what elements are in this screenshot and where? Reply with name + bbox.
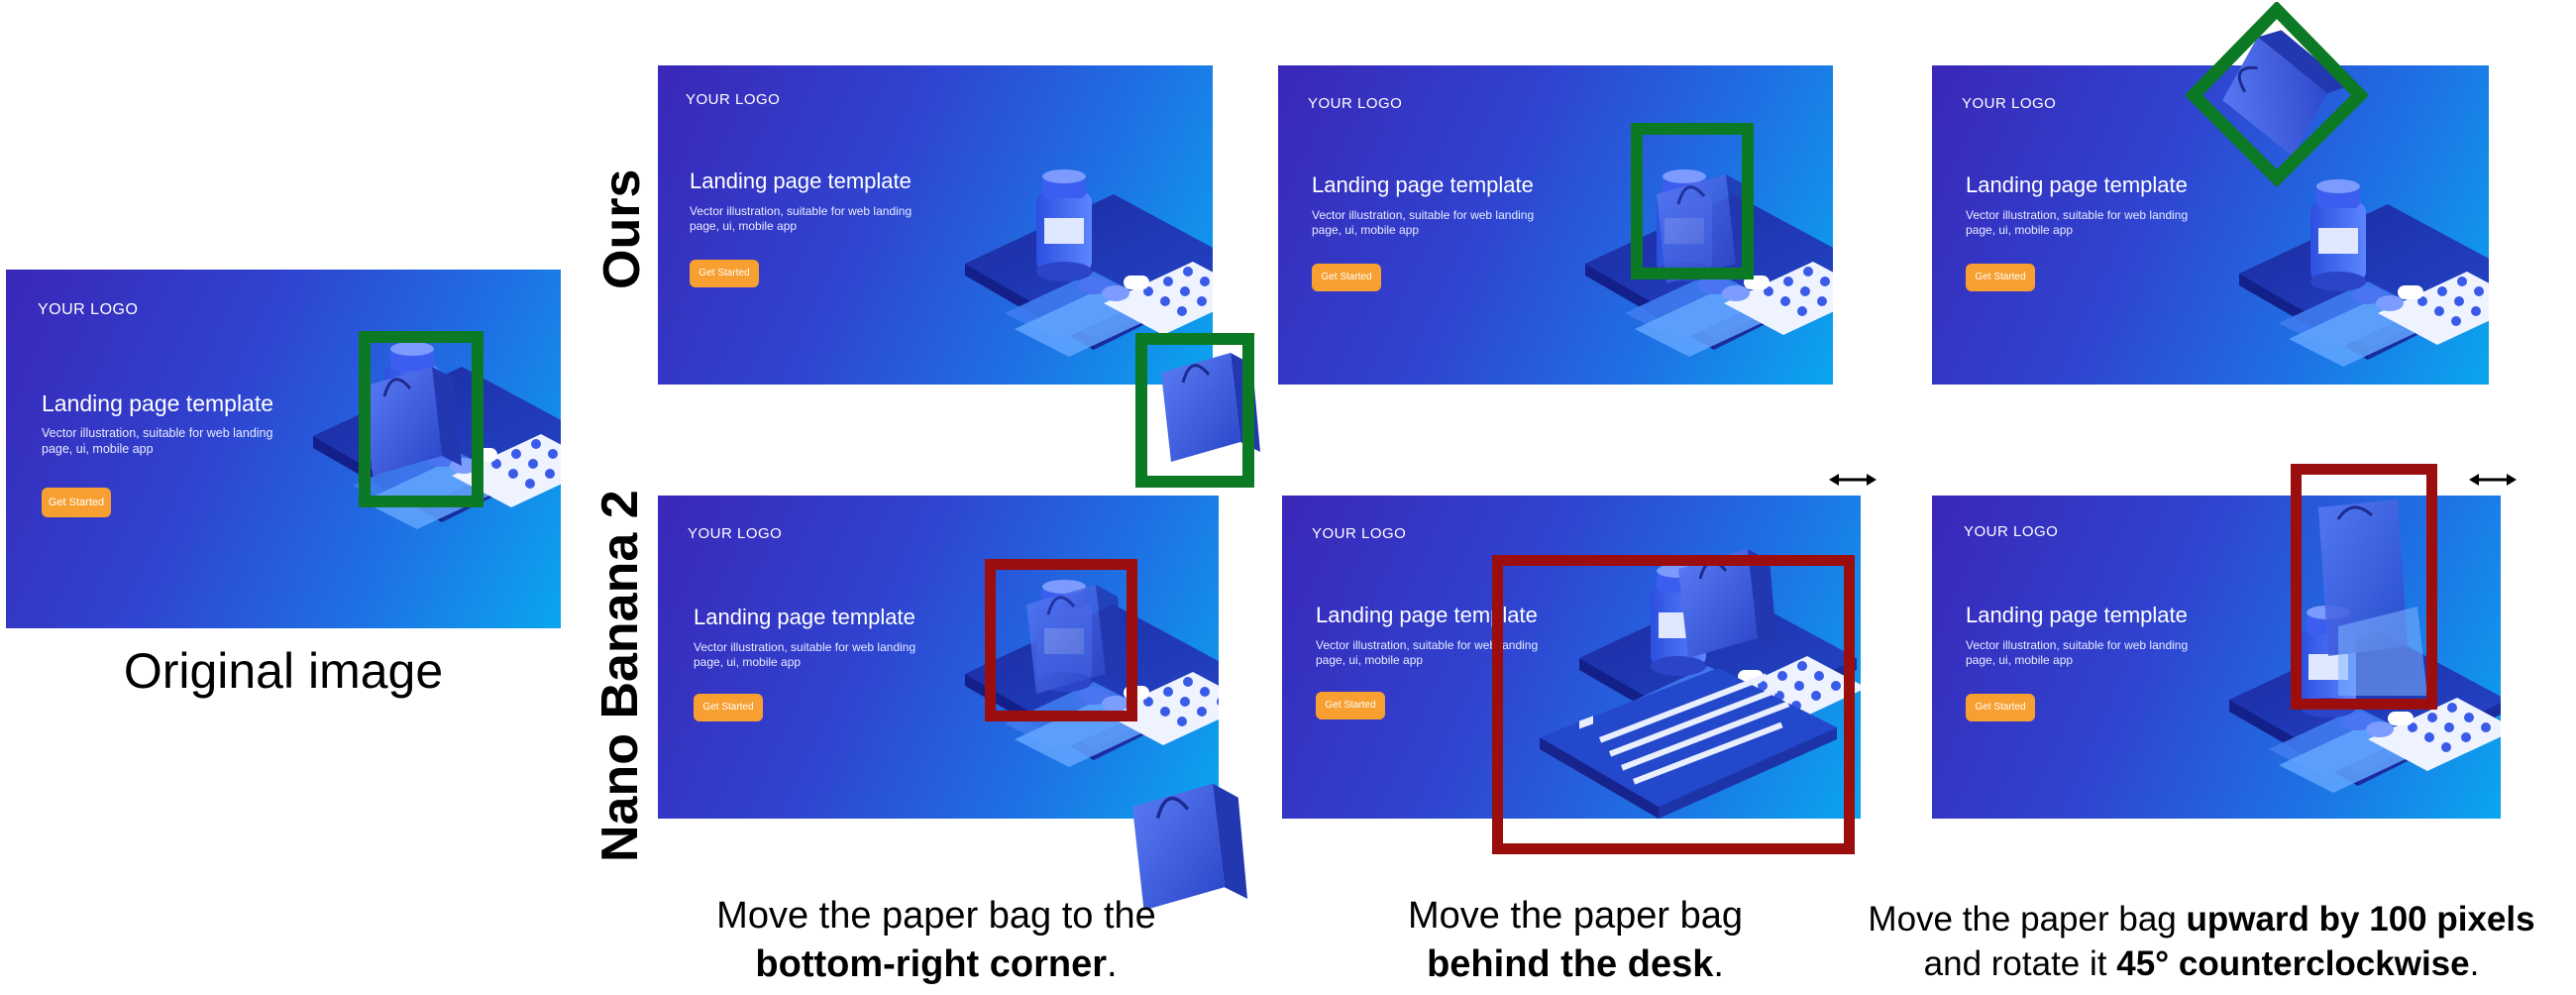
caption-text: Move the paper bag xyxy=(1407,895,1743,937)
landing-subtitle: Vector illustration, suitable for web la… xyxy=(690,204,912,234)
landing-subtitle: Vector illustration, suitable for web la… xyxy=(694,640,915,670)
caption-emphasis: bottom-right corner xyxy=(755,942,1108,985)
landing-title: Landing page template xyxy=(690,168,912,193)
logo-text: YOUR LOGO xyxy=(1308,95,1403,112)
row-label-ours: Ours xyxy=(593,168,651,289)
landing-subtitle: Vector illustration, suitable for web la… xyxy=(42,426,272,457)
subtitle-line-1: Vector illustration, suitable for web la… xyxy=(1966,638,2189,652)
logo-text: YOUR LOGO xyxy=(686,91,781,108)
get-started-button[interactable]: Get Started xyxy=(42,488,111,517)
subtitle-line-2: page, ui, mobile app xyxy=(42,441,154,456)
subtitle-line-2: page, ui, mobile app xyxy=(1966,653,2074,667)
caption-text: Move the paper bag to the xyxy=(716,895,1156,937)
logo-text: YOUR LOGO xyxy=(1962,95,2057,112)
subtitle-line-1: Vector illustration, suitable for web la… xyxy=(694,640,916,654)
landing-subtitle: Vector illustration, suitable for web la… xyxy=(1966,638,2188,668)
caption-text: . xyxy=(1107,942,1118,985)
nano-panel-1: YOUR LOGO Landing page template Vector i… xyxy=(658,496,1219,819)
caption-text: . xyxy=(1713,942,1724,985)
landing-title: Landing page template xyxy=(1966,172,2188,197)
landing-title: Landing page template xyxy=(694,605,915,629)
width-change-arrow-icon xyxy=(1829,474,1877,486)
caption-task-1: Move the paper bag to the bottom-right c… xyxy=(654,892,1219,988)
subtitle-line-1: Vector illustration, suitable for web la… xyxy=(1312,208,1535,222)
caption-text: Move the paper bag xyxy=(1868,900,2187,939)
caption-emphasis: behind the desk xyxy=(1427,942,1714,985)
caption-emphasis: 45° counterclockwise xyxy=(2116,943,2470,983)
nano-panel-3: YOUR LOGO Landing page template Vector i… xyxy=(1932,496,2501,819)
get-started-button[interactable]: Get Started xyxy=(1316,692,1385,719)
nano-panel-2: YOUR LOGO Landing page template Vector i… xyxy=(1282,496,1861,819)
caption-task-2: Move the paper bag behind the desk. xyxy=(1288,892,1863,988)
landing-title: Landing page template xyxy=(42,390,274,416)
caption-text: and rotate it xyxy=(1923,943,2117,983)
get-started-button[interactable]: Get Started xyxy=(690,260,759,287)
logo-text: YOUR LOGO xyxy=(1964,523,2059,540)
subtitle-line-2: page, ui, mobile app xyxy=(1316,653,1424,667)
paper-bag-stretched xyxy=(2318,499,2427,696)
paper-bag-error-box xyxy=(985,559,1137,721)
isometric-scene xyxy=(1540,549,1861,819)
logo-text: YOUR LOGO xyxy=(1312,525,1407,542)
get-started-button[interactable]: Get Started xyxy=(1966,694,2035,721)
subtitle-line-1: Vector illustration, suitable for web la… xyxy=(1966,208,2189,222)
get-started-button[interactable]: Get Started xyxy=(1312,264,1381,291)
paper-bag-highlight-diamond xyxy=(2186,2,2368,186)
width-change-arrow-icon xyxy=(2469,474,2517,486)
caption-emphasis: upward by 100 pixels xyxy=(2186,900,2535,939)
paper-bag-highlight-box xyxy=(359,331,483,507)
ours-panel-2: YOUR LOGO Landing page template Vector i… xyxy=(1278,65,1833,385)
landing-title: Landing page template xyxy=(1312,172,1534,197)
subtitle-line-1: Vector illustration, suitable for web la… xyxy=(1316,638,1539,652)
paper-bag-highlight-box xyxy=(1631,123,1754,279)
logo-text: YOUR LOGO xyxy=(688,525,783,542)
paper-bag-highlight-box xyxy=(1135,333,1254,488)
get-started-button[interactable]: Get Started xyxy=(1966,264,2035,291)
caption-task-3: Move the paper bag upward by 100 pixels … xyxy=(1835,898,2568,987)
subtitle-line-2: page, ui, mobile app xyxy=(1966,223,2074,237)
logo-text: YOUR LOGO xyxy=(38,301,139,318)
subtitle-line-2: page, ui, mobile app xyxy=(690,219,798,233)
subtitle-line-1: Vector illustration, suitable for web la… xyxy=(42,426,273,440)
subtitle-line-2: page, ui, mobile app xyxy=(694,655,802,669)
original-image-panel: YOUR LOGO Landing page template Vector i… xyxy=(6,270,561,628)
landing-subtitle: Vector illustration, suitable for web la… xyxy=(1312,208,1534,238)
subtitle-line-2: page, ui, mobile app xyxy=(1312,223,1420,237)
subtitle-line-1: Vector illustration, suitable for web la… xyxy=(690,204,912,218)
landing-title: Landing page template xyxy=(1966,603,2188,627)
row-label-nano-banana: Nano Banana 2 xyxy=(591,490,649,862)
ours-panel-1: YOUR LOGO Landing page template Vector i… xyxy=(658,65,1213,385)
isometric-scene xyxy=(2239,179,2489,367)
paper-bag-error-box xyxy=(1492,555,1855,854)
original-image-caption: Original image xyxy=(123,643,444,699)
landing-subtitle: Vector illustration, suitable for web la… xyxy=(1966,208,2188,238)
caption-text: . xyxy=(2469,943,2480,983)
paper-bag-error-box xyxy=(2291,464,2437,710)
landing-subtitle: Vector illustration, suitable for web la… xyxy=(1316,638,1538,668)
get-started-button[interactable]: Get Started xyxy=(694,694,763,721)
